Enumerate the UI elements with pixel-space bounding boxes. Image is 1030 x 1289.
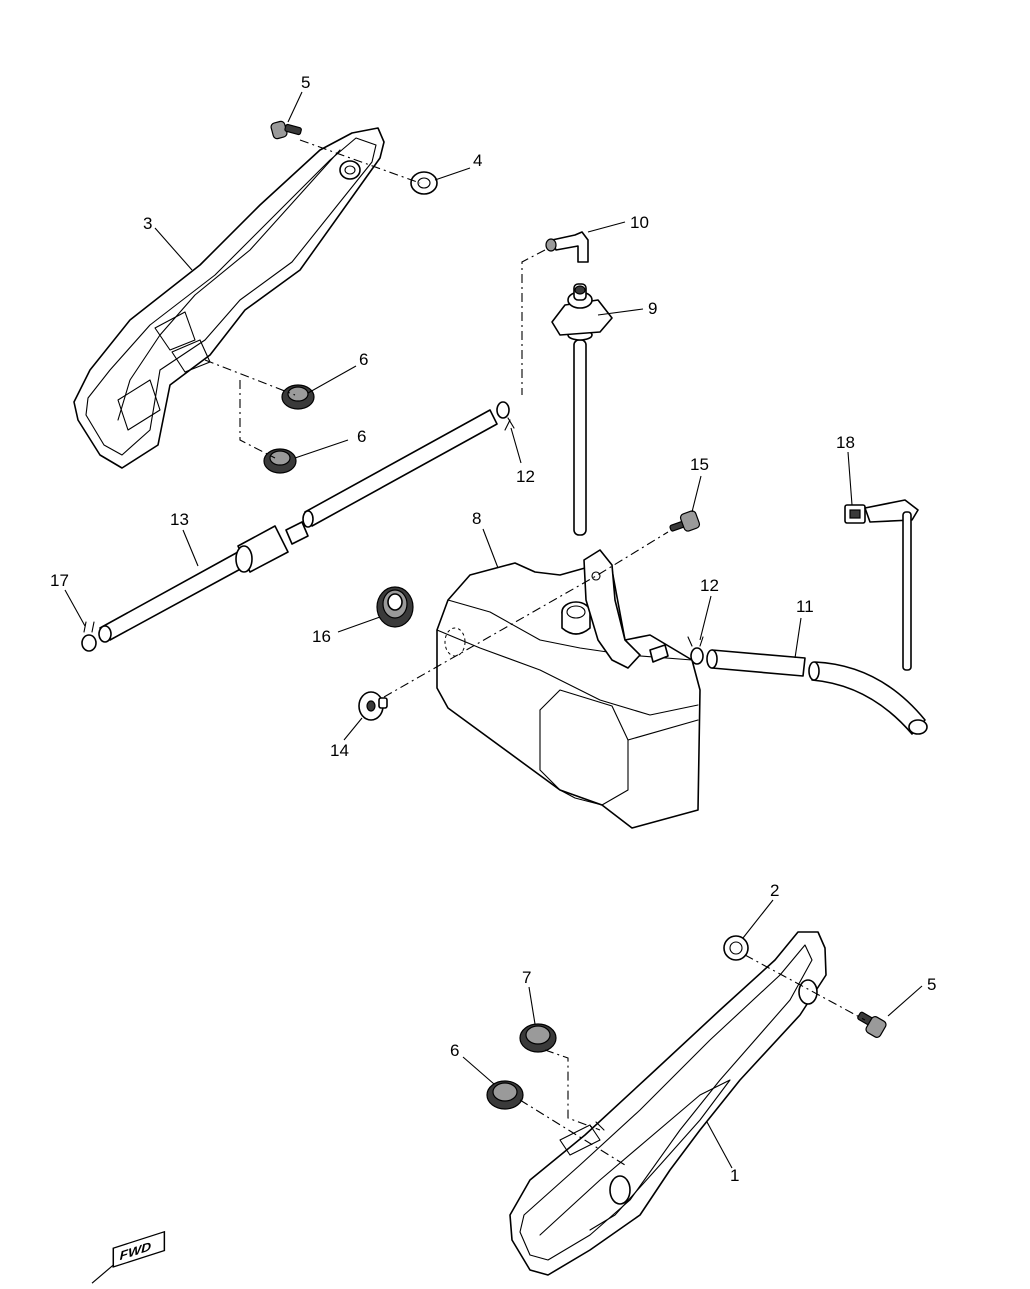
callout-6-upper-b: 6 xyxy=(357,427,366,446)
part-8-oil-tank xyxy=(436,549,701,829)
part-5-bolt-upper xyxy=(270,120,302,140)
part-9-tank-cap xyxy=(551,283,613,536)
callout-3: 3 xyxy=(143,214,152,233)
part-2-washer xyxy=(723,935,749,961)
part-14-collar xyxy=(358,691,388,721)
part-17-clip xyxy=(81,621,97,652)
part-3-side-cover-upper xyxy=(73,127,385,469)
callout-17: 17 xyxy=(50,571,69,590)
callout-7: 7 xyxy=(522,968,531,987)
part-5-bolt-lower xyxy=(857,1011,887,1038)
callout-numbers: 5 4 3 10 9 6 6 12 13 8 15 18 17 16 14 12… xyxy=(50,73,936,1185)
callout-11: 11 xyxy=(796,597,814,616)
part-16-grommet xyxy=(376,586,414,628)
part-4-washer xyxy=(410,171,438,195)
part-6-grommet-upper-b xyxy=(263,448,297,474)
fwd-direction-mark: FWD xyxy=(91,1230,166,1284)
callout-16: 16 xyxy=(312,627,331,646)
part-12-clip-lower xyxy=(687,636,704,665)
callout-2: 2 xyxy=(770,881,779,900)
callout-5-lower: 5 xyxy=(927,975,936,994)
callout-4: 4 xyxy=(473,151,482,170)
callout-13: 13 xyxy=(170,510,189,529)
leader-lines xyxy=(64,91,923,1169)
part-11-hose xyxy=(706,649,928,735)
part-13-hose xyxy=(98,409,498,643)
callout-12-upper: 12 xyxy=(516,467,535,486)
part-15-bolt xyxy=(669,510,701,532)
callout-18: 18 xyxy=(836,433,855,452)
callout-12-lower: 12 xyxy=(700,576,719,595)
part-1-side-cover-lower xyxy=(509,931,827,1276)
callout-14: 14 xyxy=(330,741,349,760)
part-18-sensor xyxy=(844,499,919,671)
part-7-grommet xyxy=(519,1023,557,1053)
callout-6-lower: 6 xyxy=(450,1041,459,1060)
callout-1: 1 xyxy=(730,1166,739,1185)
part-10-elbow-fitting xyxy=(545,231,589,263)
callout-5-upper: 5 xyxy=(301,73,310,92)
callout-8: 8 xyxy=(472,509,481,528)
callout-9: 9 xyxy=(648,299,657,318)
part-6-grommet-lower xyxy=(486,1080,524,1110)
callout-6-upper-a: 6 xyxy=(359,350,368,369)
part-6-grommet-upper-a xyxy=(281,384,315,410)
callout-10: 10 xyxy=(630,213,649,232)
part-12-clip-upper xyxy=(496,401,515,431)
callout-15: 15 xyxy=(690,455,709,474)
